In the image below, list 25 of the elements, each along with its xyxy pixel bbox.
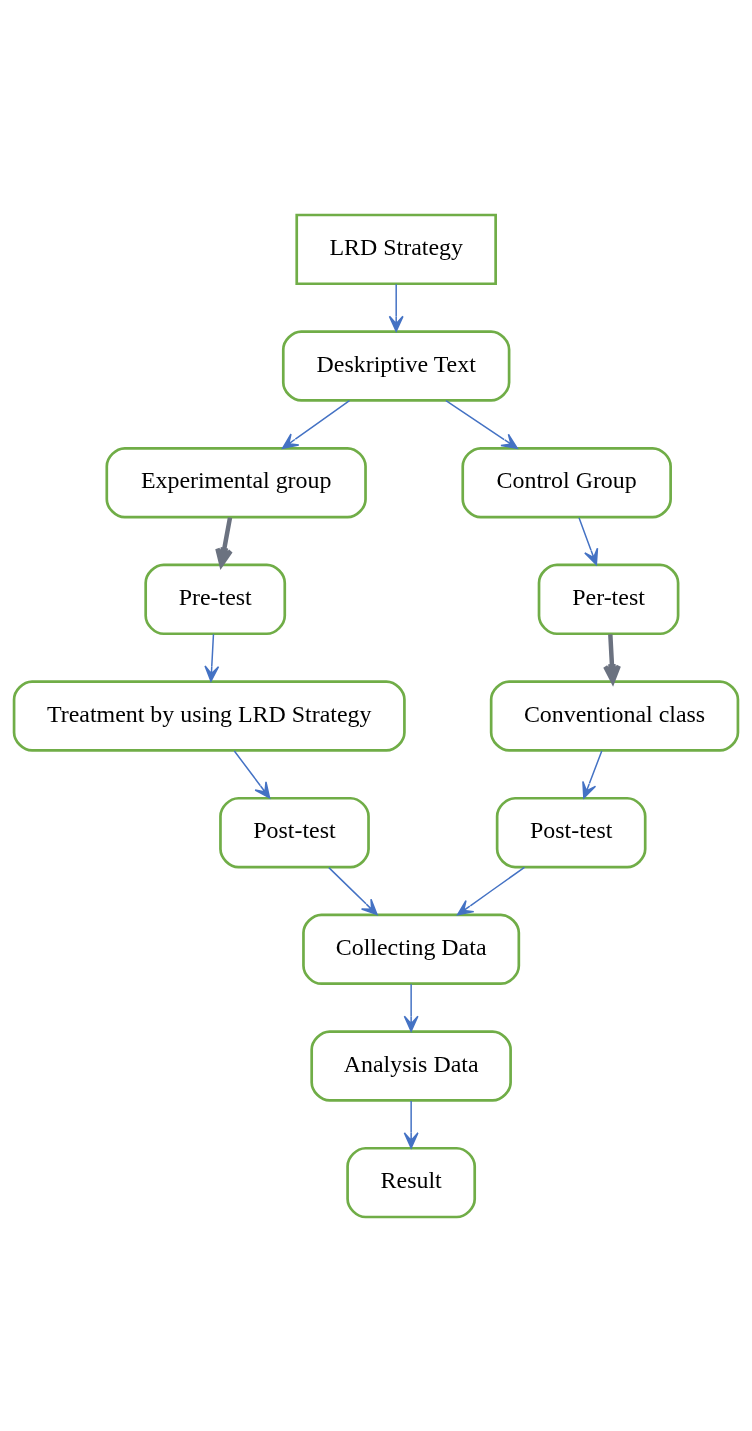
node-box: Experimental group xyxy=(105,446,367,518)
node-box: Per-test xyxy=(537,563,680,635)
arrow xyxy=(456,866,526,916)
node-box: Conventional class xyxy=(489,679,740,752)
arrow xyxy=(403,983,419,1032)
node-box: Control Group xyxy=(461,446,672,518)
arrow xyxy=(403,1099,419,1149)
node-box: LRD Strategy xyxy=(295,213,497,285)
arrow xyxy=(578,516,599,565)
arrow xyxy=(328,866,378,915)
node-box: Treatment by using LRD Strategy xyxy=(12,679,406,752)
arrow xyxy=(582,749,603,799)
arrow xyxy=(233,749,271,799)
arrow xyxy=(281,399,351,449)
arrow xyxy=(215,516,233,567)
node-box: Post-test xyxy=(219,796,370,868)
arrow xyxy=(204,633,220,682)
node-box: Analysis Data xyxy=(310,1029,512,1102)
arrow xyxy=(388,283,404,332)
node-box: Deskriptive Text xyxy=(281,329,511,402)
node-box: Pre-test xyxy=(144,563,287,635)
node-box: Post-test xyxy=(495,796,647,868)
node-box: Result xyxy=(346,1146,477,1218)
node-box: Collecting Data xyxy=(302,913,521,985)
arrow xyxy=(445,399,518,449)
